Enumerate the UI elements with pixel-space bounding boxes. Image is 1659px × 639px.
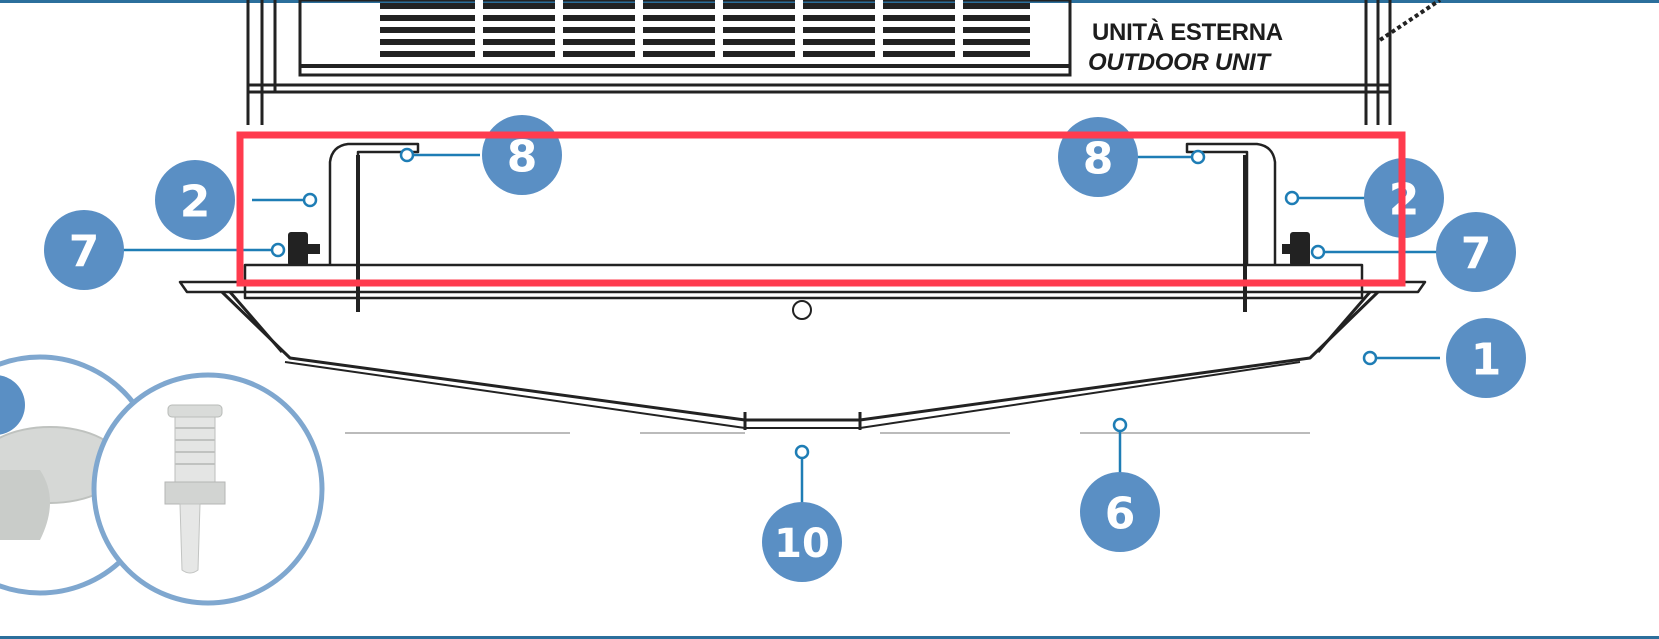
outdoor-unit-label-english: OUTDOOR UNIT [1088,49,1270,76]
inset-thread-lines [175,427,215,465]
outdoor-unit-drawing [246,0,1442,125]
outdoor-unit-label-italian: UNITÀ ESTERNA [1092,19,1283,46]
leader-lines [122,147,1440,505]
callout-6: 6 [1105,489,1136,540]
callout-7-left: 7 [69,227,100,278]
callout-7-right: 7 [1461,229,1492,280]
grille-gaps [475,0,963,60]
callout-1: 1 [1471,335,1502,386]
bottom-border-line [0,636,1659,639]
outdoor-unit-grille [300,3,1070,68]
drip-tray-drawing [178,142,1427,430]
callout-2-left: 2 [180,177,211,228]
inset-part-circle-right [91,372,325,606]
callout-10: 10 [774,521,830,567]
screw-fastener-left [288,232,320,266]
callout-8-right: 8 [1083,134,1114,185]
screw-fastener-right [1282,232,1310,266]
outdoor-unit-label: UNITÀ ESTERNA OUTDOOR UNIT [1088,18,1283,78]
callout-8-left: 8 [507,132,538,183]
highlight-box [236,131,1406,287]
